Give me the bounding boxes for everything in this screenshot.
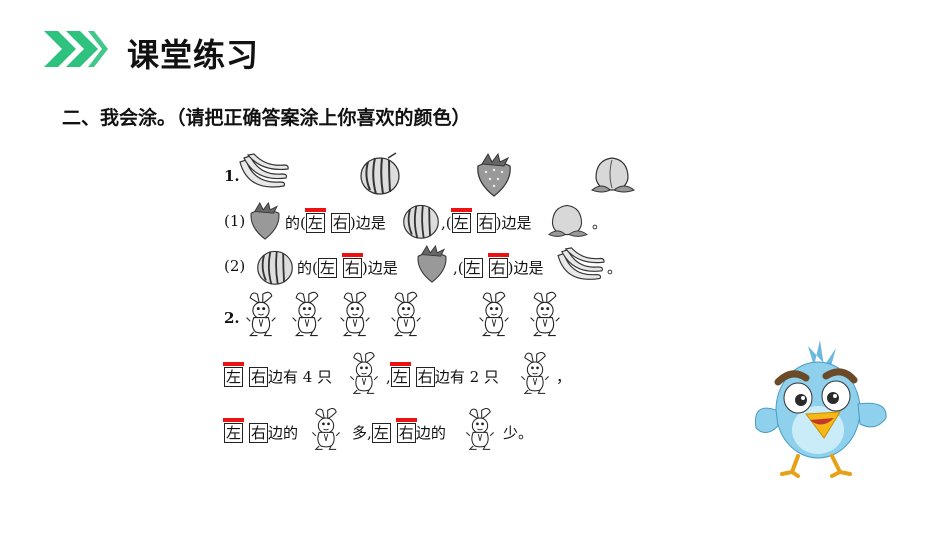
- text-comma-open: ,(: [441, 214, 452, 232]
- text-comma: ,: [386, 368, 391, 386]
- text-side-of: 边的: [415, 424, 446, 442]
- rabbit-icon: [292, 291, 322, 337]
- left-choice-box[interactable]: 左: [304, 208, 326, 233]
- text-end: 。: [592, 214, 608, 232]
- banana-icon: [239, 153, 289, 188]
- rabbit-icon: [479, 291, 509, 337]
- strawberry-icon: [250, 201, 280, 240]
- text-bian-shi: )边是: [361, 259, 398, 277]
- right-choice-box[interactable]: 右: [395, 418, 417, 443]
- question-number: 2.: [224, 309, 240, 327]
- text-count: 边有 2 只: [434, 368, 499, 386]
- left-choice-box[interactable]: 左: [463, 258, 483, 278]
- text-bian-shi: )边是: [507, 259, 544, 277]
- text-count: 边有 4 只: [268, 368, 333, 386]
- watermelon-icon: [403, 204, 439, 239]
- text-more: 多,: [352, 424, 372, 442]
- left-choice-box[interactable]: 左: [317, 258, 337, 278]
- left-choice-box[interactable]: 左: [222, 362, 245, 387]
- text-side-of: 边的: [268, 424, 299, 442]
- bird-mascot-image: [754, 340, 887, 478]
- text-de: 的(: [285, 214, 306, 232]
- right-choice-box[interactable]: 右: [330, 213, 350, 233]
- text-bian-shi: )边是: [349, 214, 386, 232]
- right-choice-box[interactable]: 右: [341, 253, 363, 278]
- text-less: 少。: [503, 424, 534, 442]
- peach-icon: [591, 157, 635, 193]
- text-end: ，: [556, 368, 572, 386]
- sub-question-number: (2): [224, 257, 246, 275]
- rabbit-icon: [246, 291, 276, 337]
- right-choice-box[interactable]: 右: [249, 367, 269, 387]
- left-choice-box[interactable]: 左: [371, 423, 391, 443]
- left-choice-box[interactable]: 左: [389, 362, 411, 387]
- rabbit-icon: [391, 291, 421, 337]
- right-choice-box[interactable]: 右: [249, 423, 269, 443]
- sub-question-number: (1): [224, 212, 246, 230]
- rabbit-icon: [530, 291, 560, 337]
- rabbit-icon: [311, 408, 341, 450]
- right-choice-box[interactable]: 右: [415, 367, 435, 387]
- rabbit-icon: [349, 352, 379, 394]
- text-end: 。: [607, 259, 623, 277]
- right-choice-box[interactable]: 右: [487, 253, 509, 278]
- text-de: 的(: [297, 259, 318, 277]
- section-heading: 二、我会涂。（请把正确答案涂上你喜欢的颜色）: [62, 107, 471, 129]
- page-title: 课堂练习: [127, 36, 260, 74]
- banana-icon: [557, 247, 605, 280]
- rabbit-icon: [520, 352, 550, 394]
- watermelon-icon: [257, 250, 293, 285]
- strawberry-icon: [477, 152, 511, 197]
- text-bian-shi: )边是: [495, 214, 532, 232]
- question-number: 1.: [224, 167, 240, 185]
- rabbit-icon: [465, 408, 495, 450]
- text-comma-open: ,(: [453, 259, 464, 277]
- left-choice-box[interactable]: 左: [222, 418, 245, 443]
- right-choice-box[interactable]: 右: [476, 213, 496, 233]
- rabbit-icon: [340, 291, 370, 337]
- double-chevron-icon: [44, 31, 108, 67]
- watermelon-icon: [360, 152, 400, 195]
- peach-icon: [547, 204, 588, 237]
- strawberry-icon: [417, 244, 447, 283]
- left-choice-box[interactable]: 左: [450, 208, 472, 233]
